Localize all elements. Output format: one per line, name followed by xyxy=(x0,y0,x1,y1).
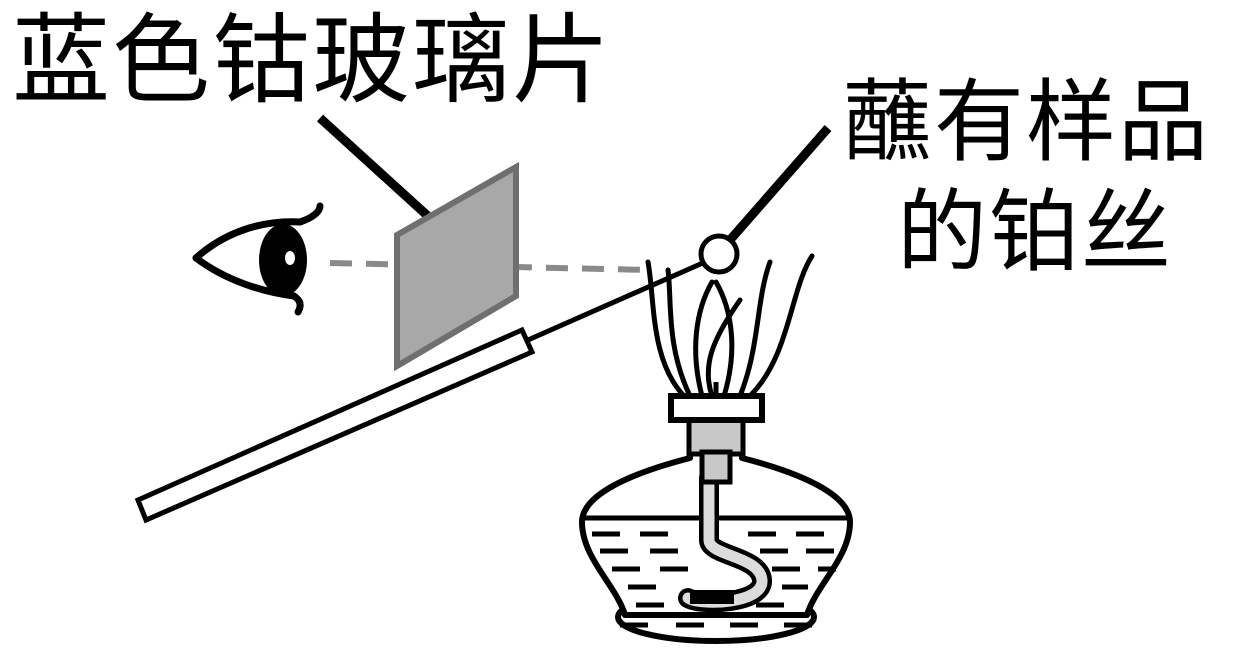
glass-leader-line xyxy=(316,114,434,222)
platinum-wire-icon xyxy=(134,259,707,524)
wire-leader-line xyxy=(726,125,832,243)
alcohol-lamp-icon xyxy=(579,382,853,644)
flame-icon xyxy=(645,253,815,399)
platinum-wire-label-line1: 蘸有样品 xyxy=(842,70,1210,175)
cobalt-glass-icon xyxy=(394,161,519,372)
sample-bead xyxy=(698,233,740,275)
eye-icon xyxy=(192,202,324,316)
cobalt-glass-label: 蓝色钴玻璃片 xyxy=(12,4,613,118)
platinum-wire-label-line2: 的铂丝 xyxy=(897,180,1173,285)
